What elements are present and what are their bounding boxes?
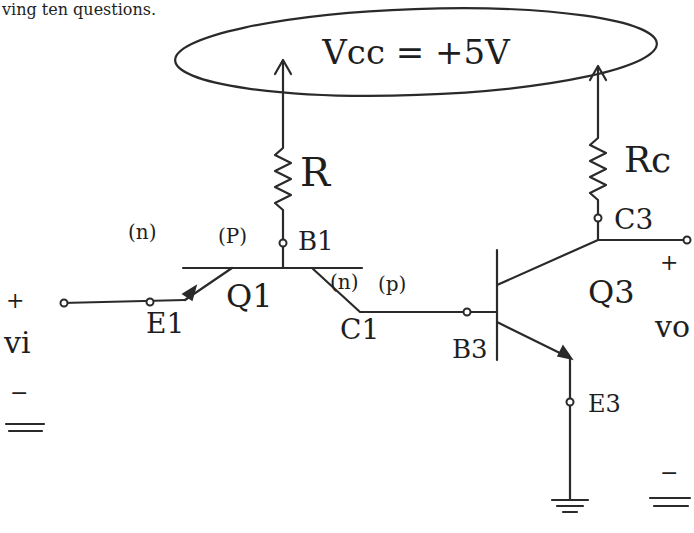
polarity-label: − [660,462,678,484]
doping-label: (n) [128,222,157,242]
resistor-symbol [275,140,291,268]
terminal-dot [684,237,691,244]
ground-symbol [650,498,690,506]
signal-label: vi [4,328,31,358]
polarity-label: + [6,290,24,312]
ground-symbol [6,424,44,431]
node-label: E1 [146,310,184,338]
transistor-base [183,267,362,269]
supply-wire [282,62,284,140]
polarity-label: + [660,252,678,274]
node-label: C1 [340,316,379,344]
supply-arrow [275,60,291,74]
component-label: Q3 [588,276,635,308]
terminal-dot [61,300,68,307]
doping-label: (P) [218,226,247,246]
transistor-base [496,250,498,360]
node-dot [595,215,602,222]
node-dot [567,399,574,406]
wire [62,300,185,303]
supply-label: Vcc = +5V [322,35,509,69]
cut-off-text: ving ten questions. [2,2,156,18]
doping-label: (n) [330,272,359,292]
supply-ellipse: Vcc = +5V [172,6,660,98]
component-label: R [300,152,330,192]
wire [497,322,570,500]
node-label: C3 [614,206,653,234]
ground-symbol [552,500,588,512]
wire [312,268,497,312]
node-label: B3 [452,336,488,362]
emitter-arrow [183,286,196,300]
node-label: B1 [298,228,334,254]
component-label: Q1 [226,280,273,312]
node-dot [464,309,471,316]
node-label: E3 [588,392,621,416]
node-dot [147,299,154,306]
component-label: Rc [624,142,671,178]
resistor-symbol [590,130,606,240]
signal-label: vo [655,312,690,342]
supply-wire [597,68,599,130]
doping-label: (p) [378,274,406,294]
emitter-arrow [558,346,572,359]
polarity-label: − [10,382,28,404]
node-dot [280,240,287,247]
